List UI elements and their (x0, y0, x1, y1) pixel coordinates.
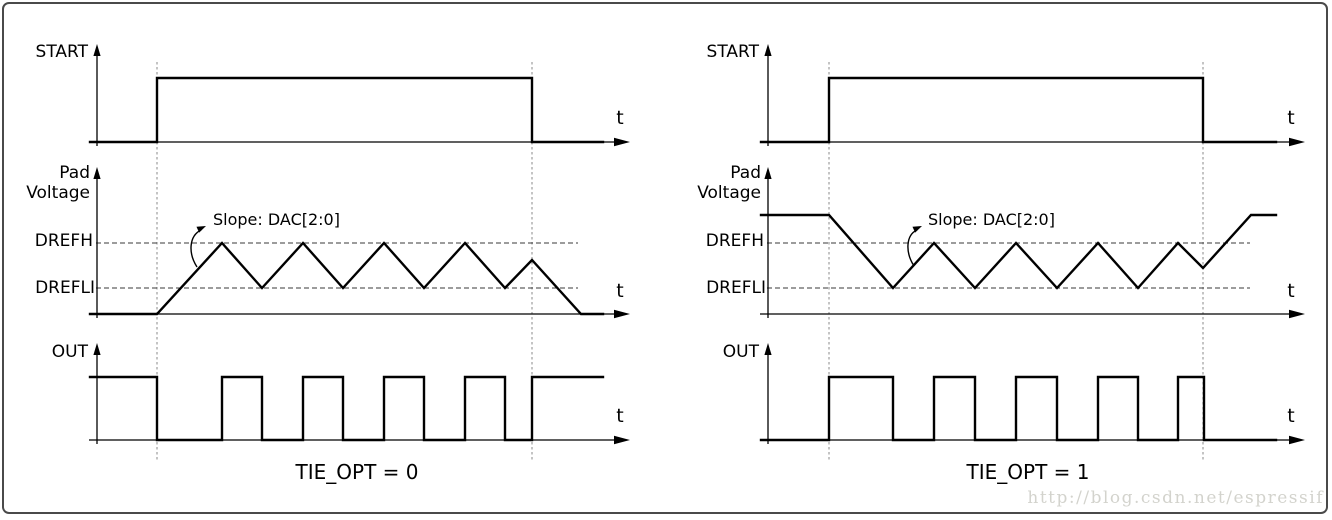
watermark: http://blog.csdn.net/espressif (1027, 488, 1324, 508)
pad-voltage-label-line2: Voltage (697, 183, 761, 203)
drefl-threshold-label: DREFLI (35, 278, 95, 298)
pad-voltage-label: Pad Voltage (6, 163, 90, 203)
p0-slope-annotation-label: Slope: DAC[2:0] (213, 210, 340, 229)
start-signal-label: START (706, 42, 759, 62)
time-axis-label-out: t (1287, 405, 1295, 427)
p0-start-value-axis-arrow (93, 44, 101, 56)
out-signal-label: OUT (722, 342, 759, 362)
p1-slope-annotation-arrowhead (912, 226, 922, 233)
time-axis-label-pad: t (1287, 280, 1295, 302)
pad-voltage-label: Pad Voltage (677, 163, 761, 203)
p0-out-time-axis-arrow (614, 435, 630, 445)
p1-out-waveform (759, 375, 1278, 442)
drefh-threshold-label: DREFH (705, 231, 764, 251)
p0-pad-time-axis-arrow (614, 309, 630, 319)
p1-pad-value-axis-arrow (764, 167, 772, 179)
p0-pad-waveform (88, 241, 605, 316)
time-axis-label-out: t (616, 405, 624, 427)
panel-tie-opt-1: START Pad Voltage DREFH DREFLI OUT t t t… (671, 0, 1332, 520)
p0-pad-value-axis-arrow (93, 167, 101, 179)
p1-pad-waveform (759, 213, 1278, 290)
p1-pad-time-axis-arrow (1289, 309, 1305, 319)
out-signal-label: OUT (51, 342, 88, 362)
p1-out-time-axis-arrow (1289, 435, 1305, 445)
p1-slope-annotation-label: Slope: DAC[2:0] (928, 210, 1055, 229)
p0-start-time-axis-arrow (614, 137, 630, 147)
start-signal-label: START (35, 42, 88, 62)
time-axis-label-pad: t (616, 280, 624, 302)
drefl-threshold-label: DREFLI (706, 278, 766, 298)
time-axis-label-start: t (616, 107, 624, 129)
panel-caption-tie-opt-1: TIE_OPT = 1 (966, 460, 1090, 484)
p1-start-waveform (759, 76, 1278, 144)
p1-out-value-axis-arrow (764, 343, 772, 355)
p0-slope-annotation-arrowhead (196, 226, 206, 233)
time-axis-label-start: t (1287, 107, 1295, 129)
pad-voltage-label-line2: Voltage (26, 183, 90, 203)
panel-tie-opt-0: START Pad Voltage DREFH DREFLI OUT t t t… (0, 0, 661, 520)
pad-voltage-label-line1: Pad (730, 163, 761, 183)
p1-slope-annotation-arrow (907, 229, 918, 267)
panel-caption-tie-opt-0: TIE_OPT = 0 (295, 460, 419, 484)
p0-start-waveform (88, 76, 605, 144)
drefh-threshold-label: DREFH (34, 231, 93, 251)
p1-start-time-axis-arrow (1289, 137, 1305, 147)
p0-out-waveform (88, 375, 605, 442)
p1-start-value-axis-arrow (764, 44, 772, 56)
p0-out-value-axis-arrow (93, 343, 101, 355)
p0-slope-annotation-arrow (190, 229, 202, 268)
pad-voltage-label-line1: Pad (59, 163, 90, 183)
